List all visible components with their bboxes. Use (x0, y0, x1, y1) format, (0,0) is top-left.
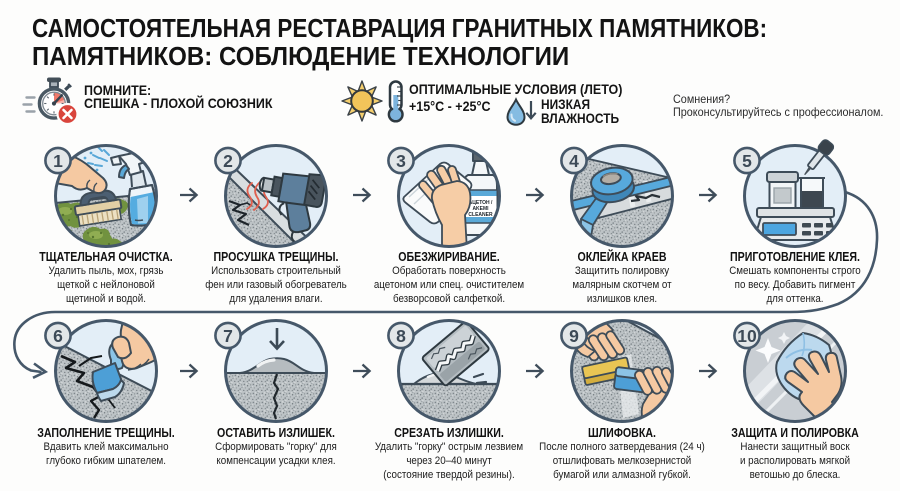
svg-text:2: 2 (223, 151, 233, 171)
svg-text:5: 5 (742, 151, 752, 171)
svg-text:9: 9 (569, 326, 579, 346)
svg-text:6: 6 (53, 326, 63, 346)
svg-text:АЦЕТОН /: АЦЕТОН / (469, 200, 493, 206)
svg-text:1: 1 (53, 151, 63, 171)
svg-text:CLEANER: CLEANER (468, 212, 493, 218)
svg-text:AKEMI: AKEMI (472, 206, 489, 212)
svg-text:3: 3 (396, 151, 406, 171)
svg-text:10: 10 (737, 326, 757, 346)
svg-text:8: 8 (396, 326, 406, 346)
svg-text:7: 7 (223, 326, 233, 346)
svg-text:4: 4 (569, 151, 579, 171)
